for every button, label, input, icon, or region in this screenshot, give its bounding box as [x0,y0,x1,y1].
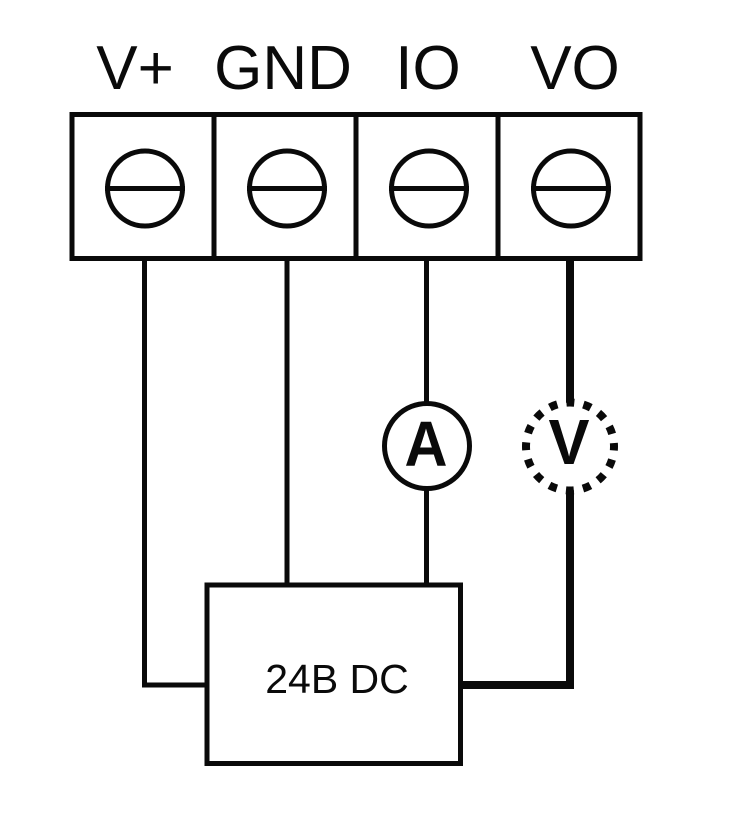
svg-text:V: V [549,406,590,478]
svg-text:VO: VO [530,34,620,103]
svg-text:GND: GND [214,34,352,103]
svg-text:24B DC: 24B DC [265,656,409,702]
svg-text:V+: V+ [96,34,174,103]
svg-text:A: A [405,408,448,480]
svg-text:IO: IO [395,34,460,103]
